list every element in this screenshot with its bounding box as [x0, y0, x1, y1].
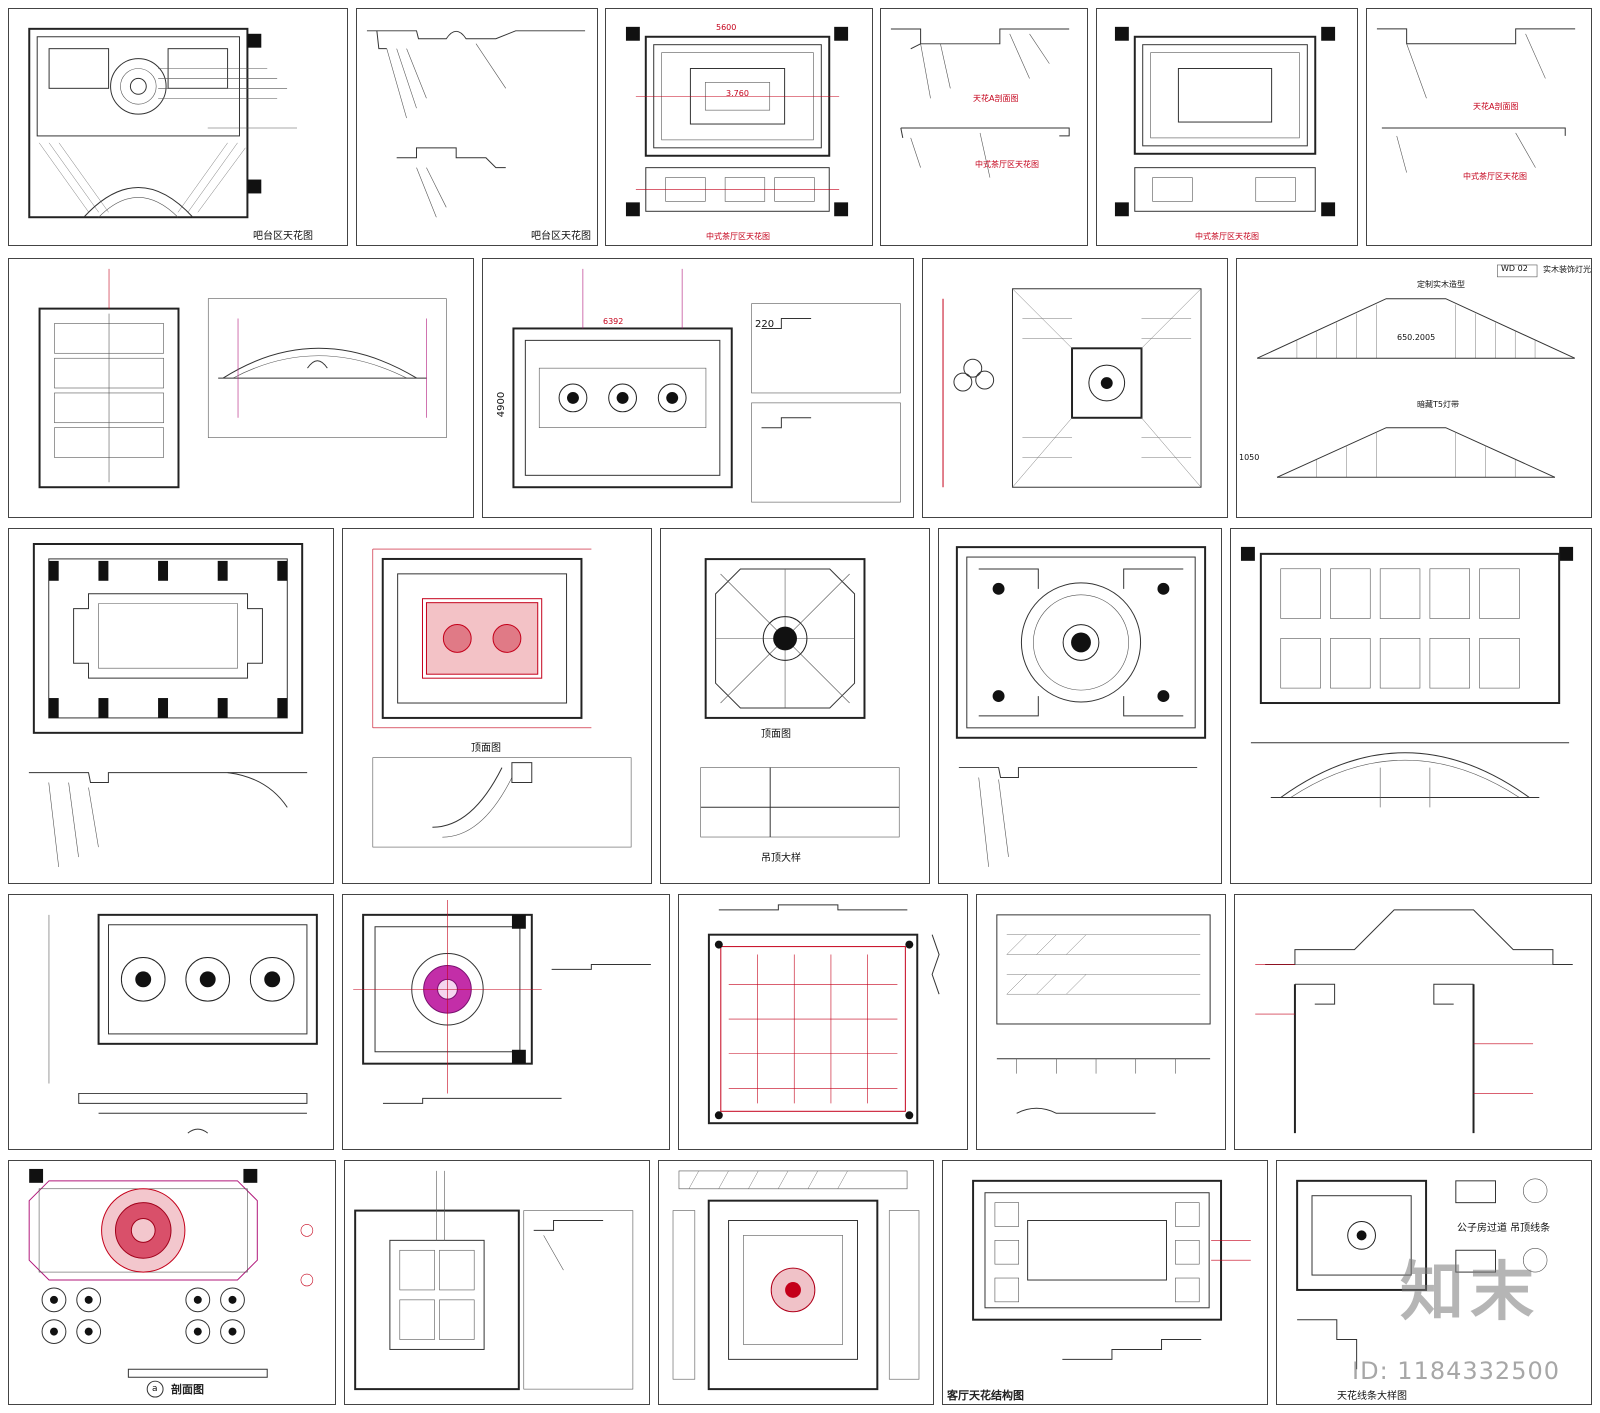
sheet-row5-line-detail: 公子房过道 吊顶线条 天花线条大样图 — [1276, 1160, 1592, 1405]
ceiling-plan-medallion — [955, 546, 1207, 867]
sheet-row5-ceiling-a: a 剖面图 — [8, 1160, 336, 1405]
sheet-chinese-tea-ceiling-2: 中式茶厅区天花图 — [1096, 8, 1358, 246]
sheet-row5-ceiling-b — [344, 1160, 650, 1405]
tea-section-drawing-2 — [1376, 28, 1576, 173]
ceiling-plan-rect-frame — [28, 543, 308, 868]
sheet-title: 中式茶厅区天花图 — [1463, 172, 1527, 181]
ceiling-plan-four-panel — [354, 1170, 634, 1391]
sheet-row4-ceiling-a — [8, 894, 334, 1150]
wood-note-1: 定制实木造型 — [1417, 280, 1465, 289]
tea-ceiling-drawing-1 — [625, 26, 849, 217]
sheet-row3-ceiling-a — [8, 528, 334, 884]
ceiling-plan-octagon — [700, 558, 900, 838]
ceiling-plan-three-medallions — [48, 913, 318, 1134]
wood-arch-section — [1257, 264, 1575, 478]
watermark-logo: 知末 — [1400, 1256, 1540, 1330]
sheet-row2-wood-section: WD 02 实木装饰灯光 定制实木造型 暗藏T5灯带 650.2005 1050 — [1236, 258, 1592, 518]
section-label: 剖面图 — [171, 1383, 204, 1396]
sheet-row5-ceiling-c — [658, 1160, 934, 1405]
dim-1050: 1050 — [1239, 453, 1260, 462]
dim-3760: 3.760 — [726, 89, 749, 98]
corridor-line-label: 公子房过道 吊顶线条 — [1457, 1223, 1551, 1234]
section-marker: a — [152, 1384, 158, 1394]
ceiling-detail-label: 吊顶大样 — [761, 853, 801, 864]
sheet-row4-ceiling-c — [678, 894, 968, 1150]
watermark-id: ID: 1184332500 — [1352, 1357, 1560, 1385]
ceiling-plan-label: 顶面图 — [761, 729, 791, 740]
ceiling-plan-grid — [38, 268, 447, 489]
ceiling-plan-magenta-medallion — [353, 899, 651, 1104]
sheet-title: 吧台区天花图 — [253, 231, 313, 242]
section-title: 天花A剖面图 — [1473, 102, 1519, 111]
ceiling-plan-coffers — [1240, 546, 1574, 808]
wd-tag: WD 02 — [1501, 264, 1528, 273]
ceiling-plan-red-medallion — [28, 1168, 314, 1398]
ceiling-plan-diagonal — [942, 288, 1202, 488]
sheet-row4-ceiling-e — [1234, 894, 1592, 1150]
ceiling-section-stepped — [1255, 909, 1573, 1134]
section-title: 天花A剖面图 — [973, 94, 1019, 103]
sheet-balcony-ceiling-plan: 吧台区天花图 — [8, 8, 348, 246]
dim-6392: 6392 — [603, 317, 624, 326]
dim-5600: 5600 — [716, 23, 737, 32]
living-room-structure-title: 客厅天花结构图 — [947, 1389, 1024, 1402]
sheet-row2-ceiling-c — [922, 258, 1228, 518]
wood-note-2: 暗藏T5灯带 — [1417, 400, 1459, 409]
sheet-balcony-section: 吧台区天花图 — [356, 8, 598, 246]
sheet-chinese-tea-section-2: 天花A剖面图 中式茶厅区天花图 — [1366, 8, 1592, 246]
sheet-title: 中式茶厅区天花图 — [1195, 232, 1259, 241]
wd-tag-caption: 实木装饰灯光 — [1543, 265, 1591, 274]
ceiling-line-detail — [1296, 1178, 1548, 1370]
sheet-chinese-tea-section-1: 天花A剖面图 中式茶厅区天花图 — [880, 8, 1088, 246]
sheet-title: 吧台区天花图 — [531, 231, 591, 242]
ceiling-plan-three-rosettes — [512, 268, 901, 503]
dim-4900: 4900 — [496, 391, 508, 418]
sheet-row4-ceiling-b — [342, 894, 670, 1150]
sheet-title: 中式茶厅区天花图 — [975, 160, 1039, 169]
sheet-row3-ceiling-c: 顶面图 吊顶大样 — [660, 528, 930, 884]
sheet-row3-ceiling-e — [1230, 528, 1592, 884]
balcony-section-drawing — [366, 30, 586, 218]
ceiling-plan-lobby — [672, 1170, 920, 1391]
sheet-row3-ceiling-b: 顶面图 — [342, 528, 652, 884]
dim-220: 220 — [755, 319, 775, 330]
line-detail-title: 天花线条大样图 — [1337, 1391, 1407, 1402]
tea-ceiling-drawing-2 — [1114, 26, 1336, 217]
sheet-row5-living-room: 客厅天花结构图 — [942, 1160, 1268, 1405]
sheet-row3-ceiling-d — [938, 528, 1222, 884]
living-room-ceiling-structure — [972, 1179, 1251, 1360]
sheet-row2-ceiling-a — [8, 258, 474, 518]
ceiling-plan-grid-coffers — [707, 904, 940, 1125]
dim-650: 650.2005 — [1397, 333, 1436, 342]
sheet-chinese-tea-ceiling-1: 5600 3.760 中式茶厅区天花图 — [605, 8, 873, 246]
ceiling-plan-red-pattern — [372, 548, 632, 848]
balcony-ceiling-drawing — [28, 27, 297, 219]
ceiling-section-grille — [996, 914, 1211, 1114]
sheet-row4-ceiling-d — [976, 894, 1226, 1150]
sheet-row2-ceiling-b: 4900 6392 220 — [482, 258, 914, 518]
sheet-title: 中式茶厅区天花图 — [706, 232, 770, 241]
tea-section-drawing-1 — [890, 28, 1070, 178]
ceiling-plan-label: 顶面图 — [471, 743, 501, 754]
